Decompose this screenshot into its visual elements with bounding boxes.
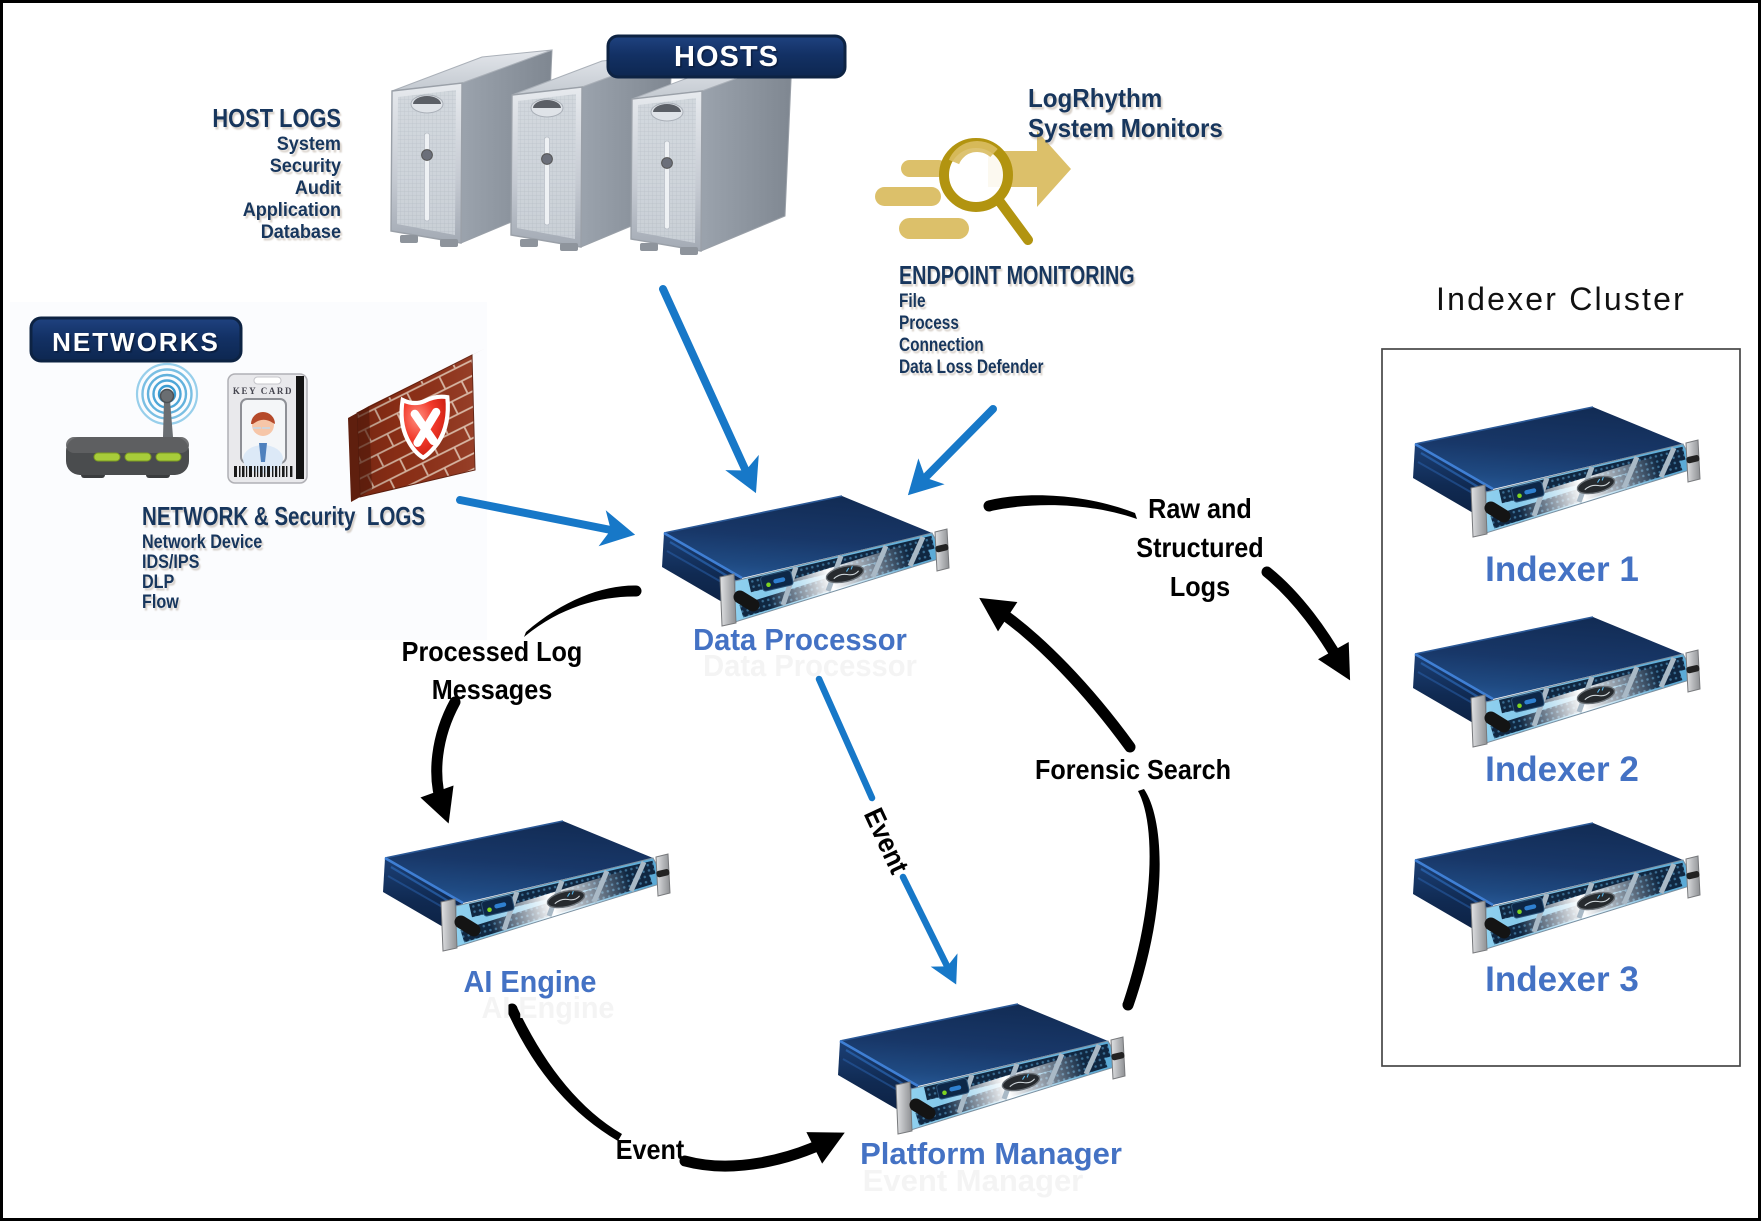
- svg-text:KEY CARD: KEY CARD: [233, 386, 293, 396]
